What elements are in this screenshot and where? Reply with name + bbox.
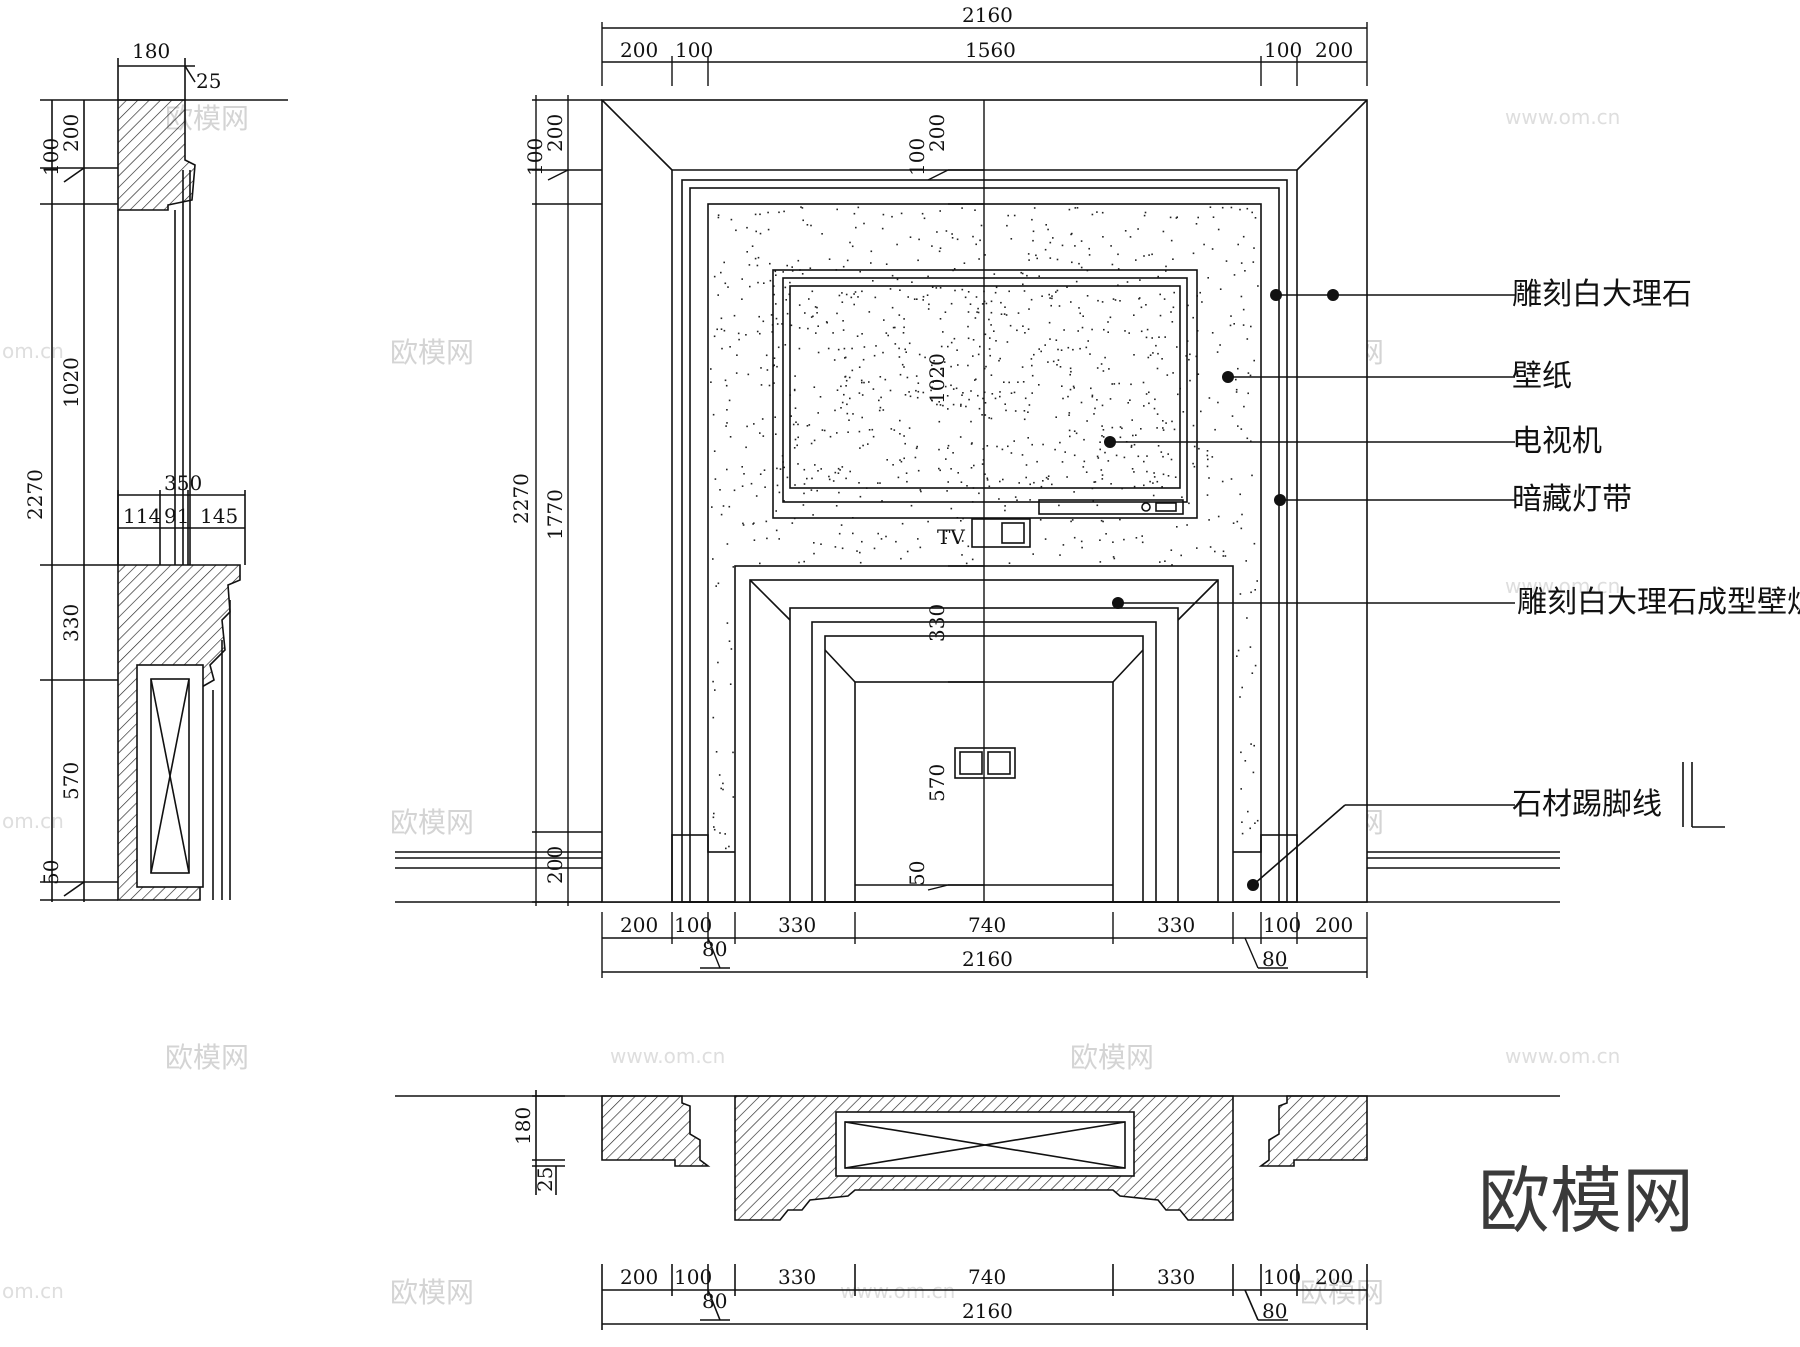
dim-bottom: 330 xyxy=(1157,913,1195,937)
dim-section-top: 200 xyxy=(59,114,83,152)
watermark-url: www.om.cn xyxy=(610,1044,725,1068)
dim-mantel-width: 350 xyxy=(164,471,202,495)
dim-top: 1560 xyxy=(965,38,1016,62)
dim-center-top-small: 100 xyxy=(905,138,929,176)
dim-left-bottom: 200 xyxy=(543,846,567,884)
watermark-url: www.om.cn xyxy=(1505,105,1620,129)
dim-plan: 330 xyxy=(778,1265,816,1289)
tv-socket-label: TV xyxy=(937,525,965,549)
dim-section-width: 180 xyxy=(132,39,170,63)
dim-plan-small: 80 xyxy=(1262,1299,1287,1323)
dim-bottom: 100 xyxy=(674,913,712,937)
dim-mantel-part: 145 xyxy=(200,504,238,528)
dim-center-top: 200 xyxy=(925,114,949,152)
callout-dots xyxy=(1104,289,1339,891)
callout-leaders xyxy=(1110,294,1725,886)
dim-section-mantel: 330 xyxy=(59,604,83,642)
dim-bottom-small: 80 xyxy=(702,937,727,961)
watermark-url: om.cn xyxy=(2,1279,64,1303)
label-hidden-light: 暗藏灯带 xyxy=(1512,482,1632,517)
dim-plan: 200 xyxy=(620,1265,658,1289)
dim-plan-total: 2160 xyxy=(962,1299,1013,1323)
watermark-url: www.om.cn xyxy=(1505,574,1620,598)
dim-section-total: 2270 xyxy=(23,469,47,520)
label-tv: 电视机 xyxy=(1512,424,1602,459)
dim-plan: 330 xyxy=(1157,1265,1195,1289)
dim-left-top-small: 100 xyxy=(523,138,547,176)
dim-top: 100 xyxy=(1264,38,1302,62)
label-baseboard: 石材踢脚线 xyxy=(1512,787,1662,822)
label-carved-marble: 雕刻白大理石 xyxy=(1512,277,1692,312)
watermark-url: www.om.cn xyxy=(1505,1044,1620,1068)
label-fireplace: 雕刻白大理石成型壁炉 xyxy=(1517,585,1800,620)
watermark-url: om.cn xyxy=(2,809,64,833)
dim-plan: 200 xyxy=(1315,1265,1353,1289)
plan-view xyxy=(395,1090,1560,1330)
dim-plan-depth: 180 xyxy=(511,1107,535,1145)
label-wallpaper: 壁纸 xyxy=(1512,359,1572,394)
watermark-url: om.cn xyxy=(2,339,64,363)
dim-bottom: 200 xyxy=(620,913,658,937)
dim-plan: 100 xyxy=(674,1265,712,1289)
watermark-brand: 欧模网 xyxy=(390,1276,474,1309)
dim-plan-depth-small: 25 xyxy=(533,1167,557,1192)
dim-top-total: 2160 xyxy=(962,3,1013,27)
dim-left-main: 1770 xyxy=(543,489,567,540)
dim-center-opening: 570 xyxy=(925,764,949,802)
dim-bottom: 200 xyxy=(1315,913,1353,937)
brand-logo: 欧模网 xyxy=(1478,1159,1694,1243)
dim-bottom: 100 xyxy=(1263,913,1301,937)
dim-mantel-part: 91 xyxy=(164,504,189,528)
dim-mantel-part: 114 xyxy=(123,504,161,528)
dim-plan-small: 80 xyxy=(702,1289,727,1313)
watermark-brand: 欧模网 xyxy=(390,806,474,839)
dim-bottom-small: 80 xyxy=(1262,947,1287,971)
dim-center-panel: 1020 xyxy=(925,353,949,404)
dim-plan: 100 xyxy=(1263,1265,1301,1289)
watermark-brand: 欧模网 xyxy=(1300,1276,1384,1309)
dim-top: 100 xyxy=(675,38,713,62)
dim-center-mantel: 330 xyxy=(925,604,949,642)
dim-left-total: 2270 xyxy=(509,473,533,524)
wallpaper-texture xyxy=(710,206,1259,850)
dim-plan: 740 xyxy=(968,1265,1006,1289)
dim-section-base: 50 xyxy=(39,860,63,885)
callout-labels: 雕刻白大理石 壁纸 电视机 暗藏灯带 雕刻白大理石成型壁炉 石材踢脚线 xyxy=(1512,277,1800,822)
dim-bottom: 330 xyxy=(778,913,816,937)
dim-top: 200 xyxy=(620,38,658,62)
dim-bottom-total: 2160 xyxy=(962,947,1013,971)
elevation-dim-text: 2160 200 100 1560 100 200 200 100 330 74… xyxy=(509,3,1353,971)
watermark-brand: 欧模网 xyxy=(165,1041,249,1074)
dim-bottom: 740 xyxy=(968,913,1006,937)
side-section xyxy=(40,58,288,902)
elevation-dims xyxy=(532,22,1368,978)
watermark-url: www.om.cn xyxy=(840,1279,955,1303)
dim-left-top: 200 xyxy=(543,114,567,152)
dim-section-panel: 1020 xyxy=(59,357,83,408)
dim-section-width-small: 25 xyxy=(196,69,221,93)
tv-unit xyxy=(772,269,1198,548)
plan-dim-text: 200 100 330 740 330 100 200 2160 80 80 1… xyxy=(511,1107,1353,1323)
dim-top: 200 xyxy=(1315,38,1353,62)
watermark-brand: 欧模网 xyxy=(390,336,474,369)
dim-section-top-small: 100 xyxy=(39,138,63,176)
side-section-dims: 180 25 2270 200 100 1020 330 570 50 350 … xyxy=(23,39,238,885)
dim-section-opening: 570 xyxy=(59,762,83,800)
dim-center-base: 50 xyxy=(905,861,929,886)
watermark-brand: 欧模网 xyxy=(1070,1041,1154,1074)
